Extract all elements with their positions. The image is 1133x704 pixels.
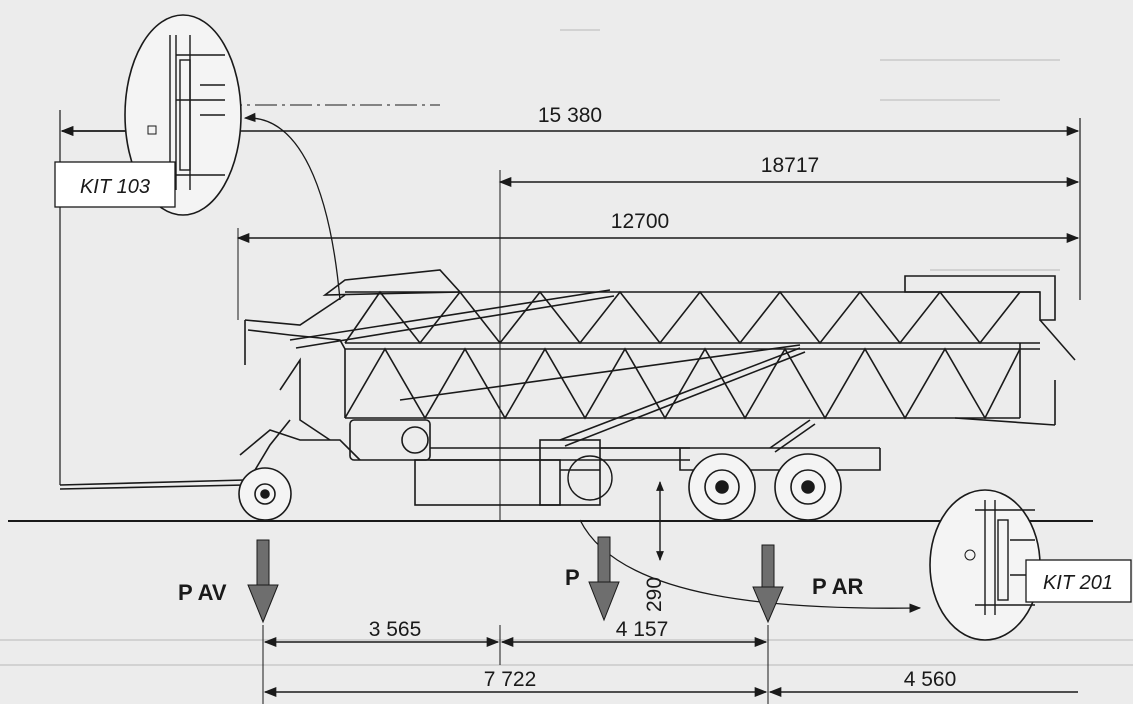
dim-290: 290 — [643, 481, 666, 612]
p-label: P — [565, 565, 580, 590]
dim-290-label: 290 — [643, 577, 666, 612]
load-arrow-p-ar — [752, 544, 784, 624]
load-arrow-p-av — [247, 539, 279, 624]
kit201-label: KIT 201 — [1043, 572, 1113, 594]
kit103-label-box: KIT 103 — [54, 161, 176, 208]
dim-12700: 12700 — [236, 210, 1080, 320]
kit201-label-box: KIT 201 — [1025, 559, 1132, 603]
rear-wheel-2 — [774, 453, 842, 521]
trailer-chassis — [59, 357, 881, 506]
kit103-label: KIT 103 — [80, 176, 150, 198]
dim-18717-label: 18717 — [761, 154, 819, 177]
dim-18717: 18717 — [498, 154, 1080, 520]
kit103-leader — [243, 112, 341, 301]
load-arrow-p — [588, 536, 620, 622]
mid-wheel — [567, 455, 613, 501]
crane-boom — [244, 269, 1076, 447]
dim-3565: 3 565 — [263, 618, 500, 648]
kit201-leader — [579, 519, 922, 613]
dim-4560-label: 4 560 — [904, 668, 957, 691]
rear-wheel-1 — [688, 453, 756, 521]
kit201-detail — [929, 489, 1041, 641]
front-wheel — [238, 467, 292, 521]
dim-4157: 4 157 — [500, 618, 768, 648]
dim-3565-label: 3 565 — [369, 618, 422, 641]
dim-12700-label: 12700 — [611, 210, 669, 233]
dim-15380-label: 15 380 — [538, 104, 602, 127]
dim-4560: 4 560 — [768, 668, 1078, 698]
p-ar-label: P AR — [812, 574, 863, 599]
dim-7722: 7 722 — [263, 668, 768, 698]
p-av-label: P AV — [178, 580, 227, 605]
bottom-dimension-extension-lines — [262, 625, 769, 704]
dim-7722-label: 7 722 — [484, 668, 537, 691]
dim-4157-label: 4 157 — [616, 618, 669, 641]
